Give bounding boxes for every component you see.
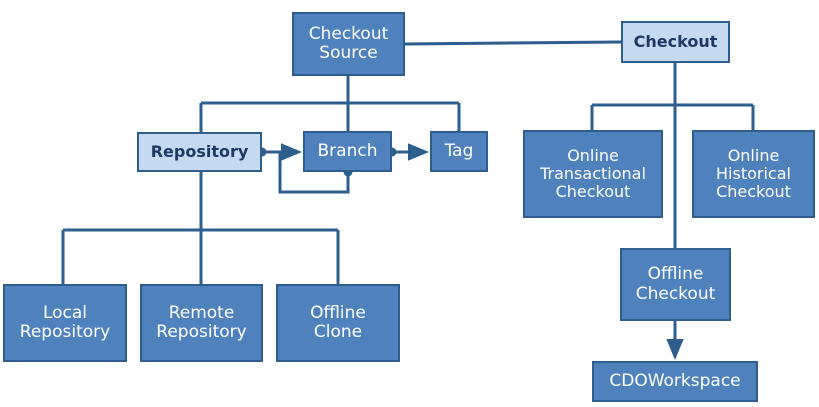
node-repository[interactable]: Repository — [137, 132, 262, 172]
node-online-transactional-checkout[interactable]: Online Transactional Checkout — [523, 130, 663, 218]
node-branch-label: Branch — [317, 140, 378, 161]
node-cdoworkspace[interactable]: CDOWorkspace — [592, 361, 758, 402]
node-local-repository[interactable]: Local Repository — [3, 284, 127, 362]
node-offline-clone[interactable]: Offline Clone — [276, 284, 400, 362]
node-checkout-label: Checkout — [633, 32, 718, 52]
edge-checkout-source-to-checkout — [404, 40, 622, 46]
node-remote-repository-label: Remote Repository — [156, 302, 247, 342]
node-checkout-source[interactable]: Checkout Source — [292, 12, 405, 76]
node-cdoworkspace-label: CDOWorkspace — [609, 370, 741, 391]
node-online-historical-checkout[interactable]: Online Historical Checkout — [692, 130, 815, 218]
edge-branch-loop — [278, 152, 350, 194]
node-repository-label: Repository — [150, 142, 249, 162]
node-offline-checkout-label: Offline Checkout — [635, 264, 716, 304]
node-checkout-source-label: Checkout Source — [308, 23, 389, 63]
node-tag[interactable]: Tag — [430, 131, 488, 172]
node-remote-repository[interactable]: Remote Repository — [140, 284, 263, 362]
node-online-historical-checkout-label: Online Historical Checkout — [716, 146, 791, 201]
node-checkout[interactable]: Checkout — [621, 21, 730, 63]
node-branch[interactable]: Branch — [303, 131, 392, 172]
node-local-repository-label: Local Repository — [19, 302, 111, 342]
node-offline-clone-label: Offline Clone — [310, 302, 366, 342]
node-tag-label: Tag — [444, 140, 474, 161]
node-offline-checkout[interactable]: Offline Checkout — [620, 248, 731, 321]
node-online-transactional-checkout-label: Online Transactional Checkout — [540, 146, 646, 201]
